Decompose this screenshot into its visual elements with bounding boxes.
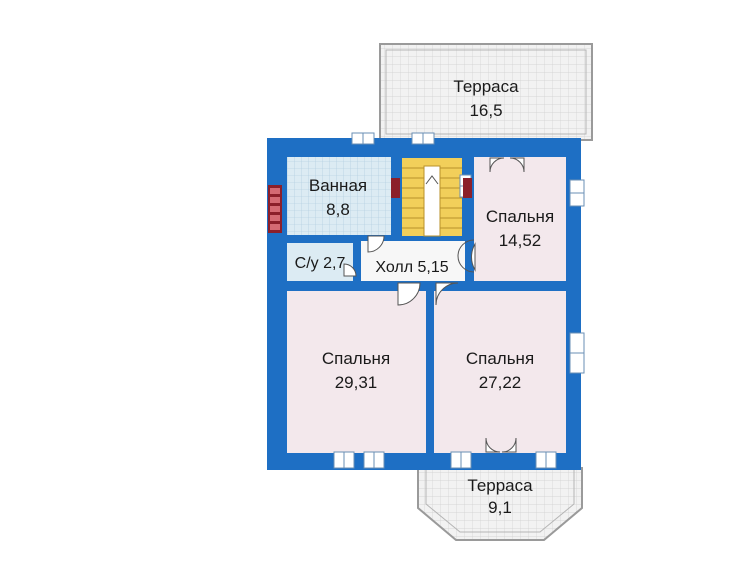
bedroom-small-area: 14,52 xyxy=(499,231,542,250)
wc: С/у 2,7 xyxy=(287,243,353,281)
staircase xyxy=(402,158,462,237)
bedroom-small-name: Спальня xyxy=(486,207,554,226)
bathroom-name: Ванная xyxy=(309,176,367,195)
bathroom-area: 8,8 xyxy=(326,200,350,219)
terrace-top-name: Терраса xyxy=(453,77,519,96)
bedroom-left: Спальня 29,31 xyxy=(287,291,426,453)
terrace-top: Терраса 16,5 xyxy=(379,43,593,141)
hall-label: Холл 5,15 xyxy=(375,259,448,276)
terrace-bottom: Терраса 9,1 xyxy=(417,467,583,541)
chimney xyxy=(268,178,472,233)
bedroom-right-name: Спальня xyxy=(466,349,534,368)
bedroom-right-area: 27,22 xyxy=(479,373,522,392)
bedroom-small: Спальня 14,52 xyxy=(474,157,566,281)
bedroom-left-area: 29,31 xyxy=(335,373,378,392)
bedroom-right: Спальня 27,22 xyxy=(434,291,566,453)
terrace-bottom-name: Терраса xyxy=(467,476,533,495)
wc-label: С/у 2,7 xyxy=(295,255,346,272)
bathroom: Ванная 8,8 xyxy=(287,157,391,235)
terrace-bottom-area: 9,1 xyxy=(488,498,512,517)
bedroom-left-name: Спальня xyxy=(322,349,390,368)
doors xyxy=(343,157,525,453)
terrace-top-area: 16,5 xyxy=(469,101,502,120)
